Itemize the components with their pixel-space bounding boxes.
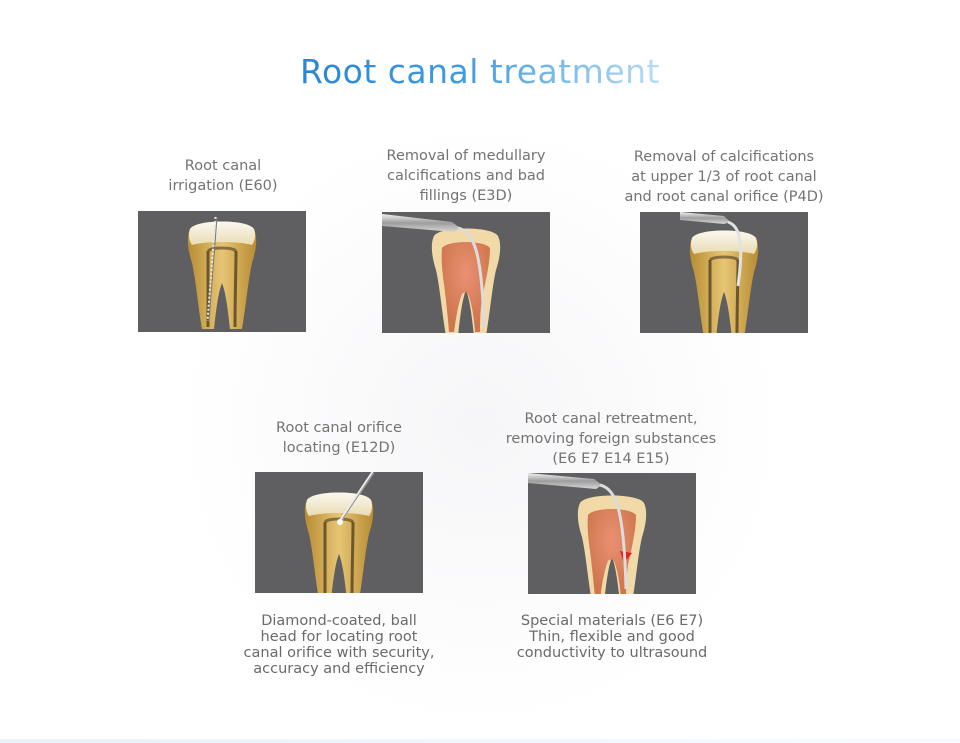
irrigation-file-icon bbox=[206, 216, 218, 322]
step-4-image bbox=[255, 472, 423, 593]
tooth-icon bbox=[680, 212, 760, 333]
step-2-image bbox=[382, 212, 550, 333]
step-3-caption: Removal of calcifications at upper 1/3 o… bbox=[624, 149, 824, 205]
step-5-image bbox=[528, 473, 696, 594]
step-3-image bbox=[640, 212, 808, 333]
step-4-note: Diamond-coated, ball head for locating r… bbox=[243, 613, 435, 677]
step-4-caption: Root canal orifice locating (E12D) bbox=[276, 420, 402, 456]
scaler-tip-icon bbox=[382, 214, 486, 329]
step-1-caption: Root canal irrigation (E60) bbox=[168, 158, 278, 194]
page-title: Root canal treatment bbox=[300, 52, 660, 91]
tooth-icon bbox=[382, 214, 501, 333]
step-5-caption: Root canal retreatment, removing foreign… bbox=[505, 411, 717, 467]
tooth-icon bbox=[138, 216, 306, 332]
step-1-image bbox=[138, 211, 306, 332]
retreatment-tip-icon bbox=[528, 473, 628, 590]
step-5-note: Special materials (E6 E7) Thin, flexible… bbox=[516, 613, 708, 661]
title-container: Root canal treatment bbox=[0, 52, 960, 91]
scaler-tip-icon bbox=[680, 212, 743, 287]
step-2-caption: Removal of medullary calcifications and … bbox=[386, 148, 546, 204]
ball-tip-icon bbox=[337, 472, 375, 525]
bottom-divider bbox=[0, 739, 960, 743]
tooth-icon bbox=[528, 473, 647, 594]
tooth-icon bbox=[303, 472, 375, 593]
